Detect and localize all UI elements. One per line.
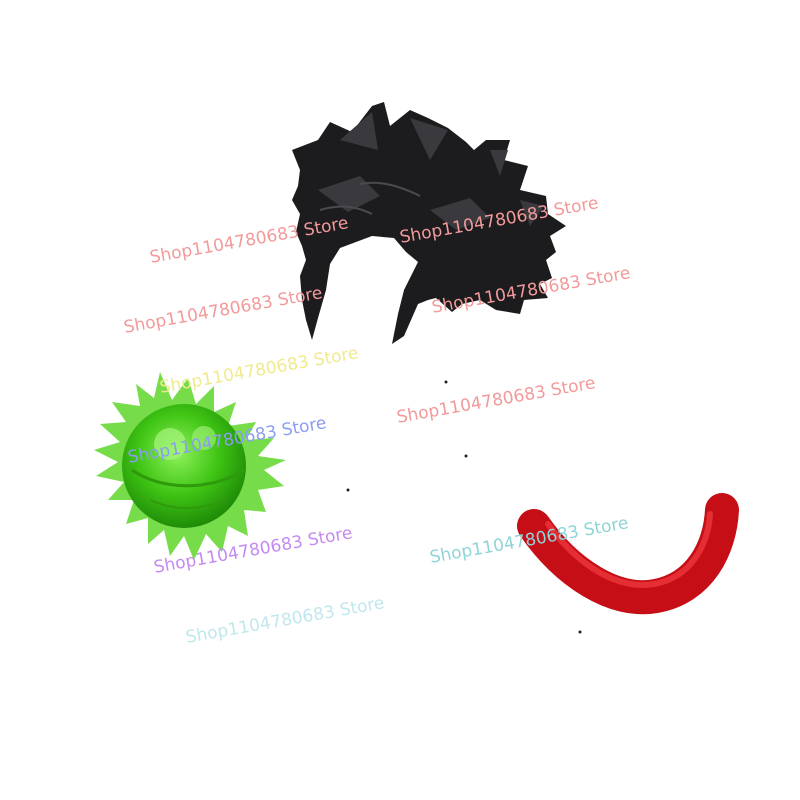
green-energy-ball bbox=[94, 372, 286, 560]
black-hair-piece bbox=[292, 102, 566, 344]
red-tail bbox=[517, 493, 739, 615]
debris-specks bbox=[346, 380, 582, 634]
